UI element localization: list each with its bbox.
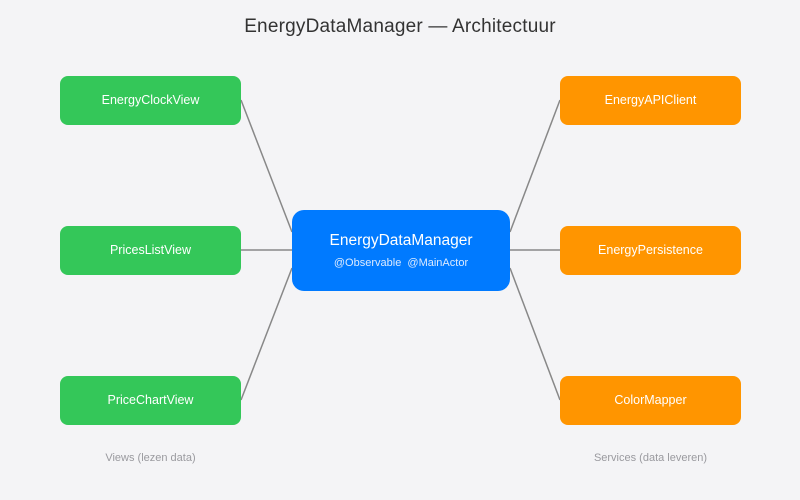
node-label: EnergyClockView bbox=[101, 92, 200, 107]
node-prices-list-view[interactable]: PricesListView bbox=[60, 226, 241, 275]
node-color-mapper[interactable]: ColorMapper bbox=[560, 376, 741, 425]
edge-PriceChartView-to-EnergyDataManager bbox=[240, 267, 293, 401]
node-energy-clock-view[interactable]: EnergyClockView bbox=[60, 76, 241, 125]
center-node-label: EnergyDataManager bbox=[329, 232, 473, 250]
edge-EnergyDataManager-to-EnergyAPIClient bbox=[509, 99, 561, 233]
node-label: ColorMapper bbox=[614, 392, 687, 407]
node-energy-data-manager[interactable]: EnergyDataManager @Observable @MainActor bbox=[292, 210, 510, 291]
node-energy-api-client[interactable]: EnergyAPIClient bbox=[560, 76, 741, 125]
page-title: EnergyDataManager — Architectuur bbox=[244, 16, 556, 37]
node-label: PricesListView bbox=[109, 242, 192, 257]
caption-views: Views (lezen data) bbox=[105, 452, 196, 464]
edge-EnergyClockView-to-EnergyDataManager bbox=[240, 99, 293, 233]
caption-services: Services (data leveren) bbox=[593, 452, 708, 464]
node-label: EnergyAPIClient bbox=[604, 92, 697, 107]
node-label: EnergyPersistence bbox=[598, 242, 703, 257]
node-energy-persistence[interactable]: EnergyPersistence bbox=[560, 226, 741, 275]
center-node-attributes: @Observable @MainActor bbox=[333, 256, 469, 269]
node-label: PriceChartView bbox=[107, 392, 194, 407]
edge-EnergyDataManager-to-ColorMapper bbox=[509, 267, 561, 401]
node-price-chart-view[interactable]: PriceChartView bbox=[60, 376, 241, 425]
